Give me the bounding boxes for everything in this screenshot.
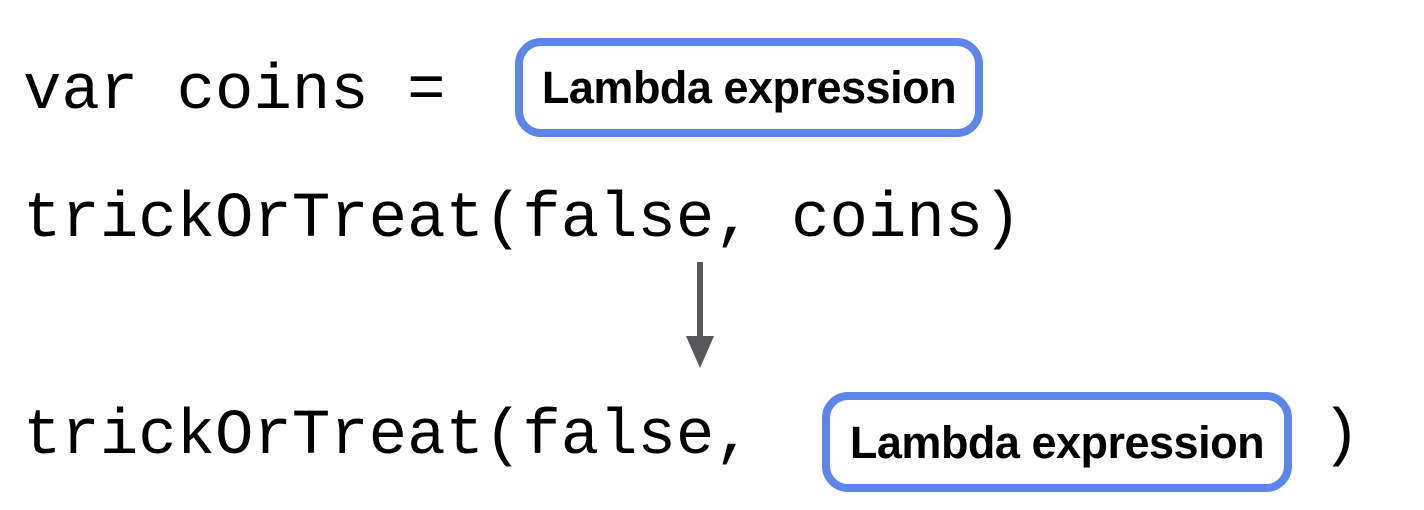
lambda-expression-box-bottom: Lambda expression [822,392,1292,492]
lambda-expression-label: Lambda expression [541,62,957,113]
lambda-expression-box-top: Lambda expression [515,38,983,137]
code-line-trickortreat-prefix: trickOrTreat(false, [23,401,753,473]
arrow-down-icon [686,262,714,368]
code-line-var-coins: var coins = [23,56,446,128]
lambda-expression-label: Lambda expression [849,416,1265,468]
code-closing-paren: ) [1322,401,1361,473]
code-line-trickortreat-coins: trickOrTreat(false, coins) [23,184,1022,256]
